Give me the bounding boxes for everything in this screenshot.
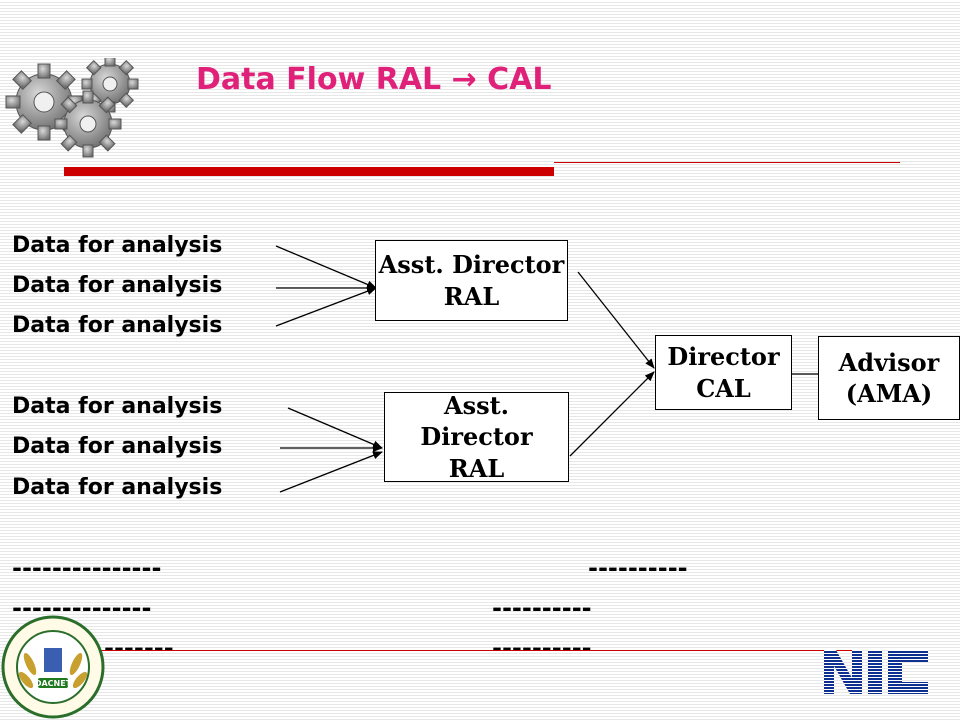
arrow-asst1-director (577, 271, 655, 369)
input-label-4: Data for analysis (12, 394, 223, 419)
node-advisor-ama: Advisor (AMA) (818, 336, 960, 420)
nic-logo (824, 650, 928, 694)
placeholder-dashes: ---------- (588, 554, 688, 582)
placeholder-dashes: ---------- (492, 594, 592, 622)
placeholder-dashes: ---------- (492, 634, 592, 662)
placeholder-dashes: ------- (104, 634, 174, 662)
node-line: Asst. Director (378, 250, 565, 280)
arrow-input-4 (287, 407, 383, 449)
node-director-cal: Director CAL (655, 335, 792, 410)
node-line: RAL (448, 453, 505, 483)
node-asst-director-ral-2: Asst. Director RAL (384, 391, 569, 483)
node-asst-director-ral-1: Asst. Director RAL (375, 240, 568, 321)
input-label-2: Data for analysis (12, 273, 223, 298)
arrow-input-6 (279, 451, 383, 493)
placeholder-dashes: -------------- (12, 594, 152, 622)
node-line: Advisor (838, 347, 940, 377)
title-accent-bar (64, 167, 554, 176)
node-line: (AMA) (845, 379, 933, 408)
node-line: Director (667, 342, 780, 372)
gears-icon (5, 58, 139, 158)
input-label-1: Data for analysis (12, 233, 223, 258)
placeholder-dashes: --------------- (12, 554, 162, 582)
input-label-6: Data for analysis (12, 475, 223, 500)
node-line: Asst. Director (420, 391, 533, 452)
arrow-input-3 (275, 287, 377, 327)
dacnet-emblem-logo: DACNET (1, 615, 105, 719)
slide-title: Data Flow RAL → CAL (196, 62, 552, 97)
arrow-input-1 (275, 245, 377, 289)
footer-rule (100, 650, 860, 651)
node-line: CAL (696, 373, 751, 403)
svg-text:DACNET: DACNET (35, 679, 72, 688)
input-label-3: Data for analysis (12, 313, 223, 338)
title-underline (554, 162, 900, 163)
node-line: RAL (443, 281, 500, 311)
arrow-asst2-director (569, 371, 655, 457)
input-label-5: Data for analysis (12, 434, 223, 459)
